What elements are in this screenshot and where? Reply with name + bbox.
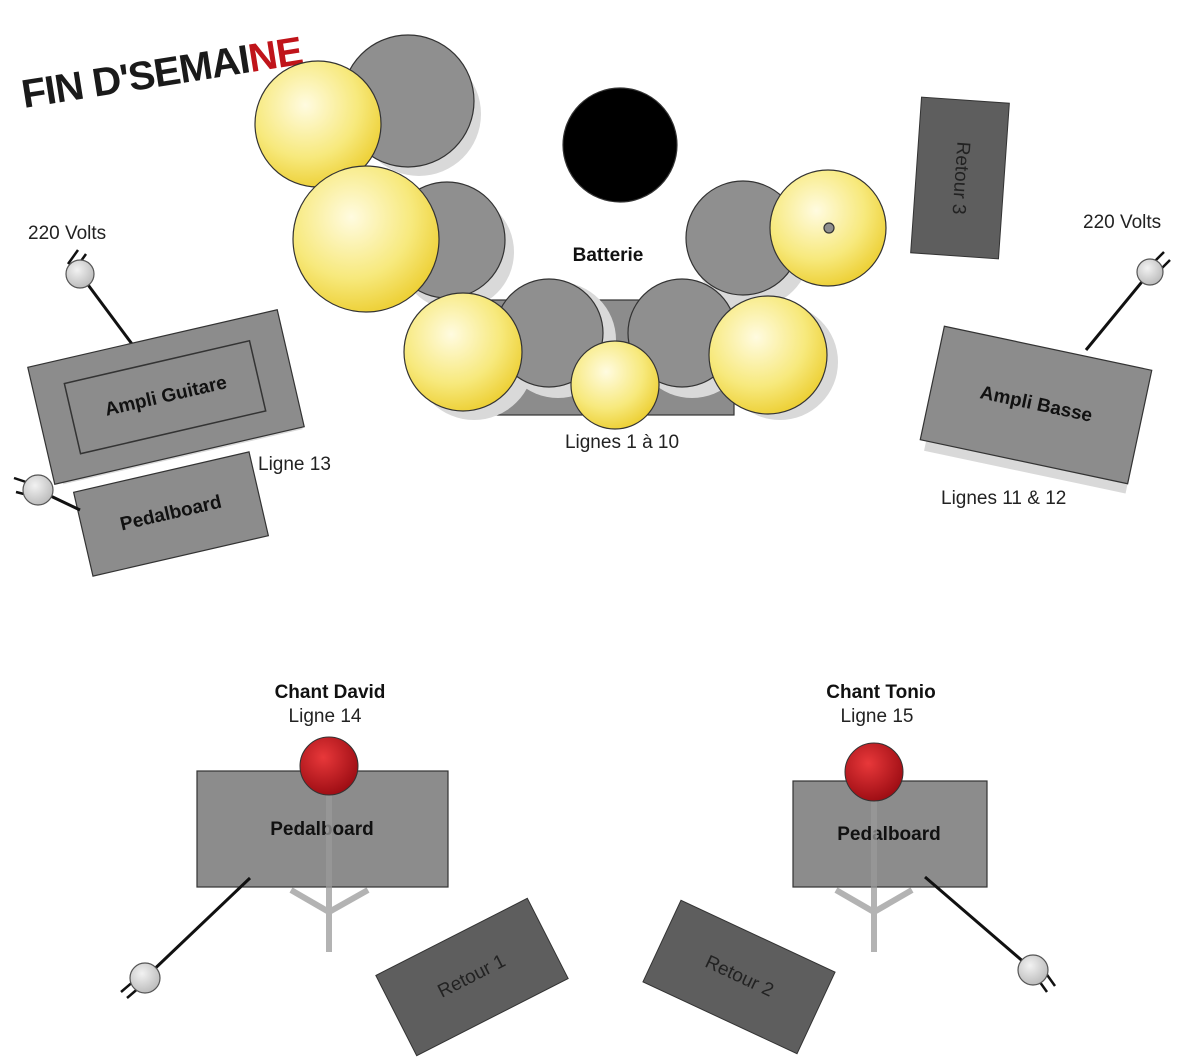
vocals-left-name: Chant David [275,682,386,703]
drum-kit [254,34,887,430]
vocals-right-power-cable [924,875,1034,972]
bass-power-cable [1084,271,1152,351]
drums-lines-label: Lignes 1 à 10 [565,432,679,453]
vocals-right-pedalboard-label: Pedalboard [837,824,940,845]
guitar-power-plug-icon [65,249,95,289]
cymbal-center-dot [823,222,835,234]
vocals-right-power-plug-icon [1017,954,1057,993]
vocals-left-power-cable [143,876,252,980]
bass-lines-label: Lignes 11 & 12 [941,488,1066,509]
vocals-right-pedalboard: Pedalboard [792,780,988,888]
logo-text-dark: FIN D'SEMAI [19,38,253,117]
guitar-pedalboard: Pedalboard [72,451,270,577]
pedalboard-power-plug-icon [13,474,54,506]
guitar-amp-group: Ampli Guitare [27,309,305,485]
guitar-power-label: 220 Volts [28,223,106,244]
monitor-retour-2: Retour 2 [642,899,836,1055]
vocals-left-pedalboard-label: Pedalboard [270,819,373,840]
vocals-right-mic-stand [834,775,914,952]
guitar-line-label: Ligne 13 [258,454,331,475]
vocals-left-mic-stand [289,770,370,952]
bass-amp-group: Ampli Basse [919,325,1153,494]
bass-power-plug-icon [1136,251,1171,286]
monitor-retour-3: Retour 3 [910,96,1010,260]
monitor-retour-1: Retour 1 [375,897,569,1057]
cymbal-hihat [403,292,523,412]
cymbal-small [570,340,660,430]
drums-title: Batterie [573,245,644,266]
guitar-power-cable [78,273,137,349]
retour-3-label: Retour 3 [947,141,973,215]
vocals-right-name: Chant Tonio [826,682,935,703]
vocals-left-line: Ligne 14 [289,706,362,727]
vocals-right-mic-icon [844,742,904,802]
cymbal-ride-left [292,165,440,313]
bass-power-label: 220 Volts [1083,212,1161,233]
cymbal-splash [708,295,828,415]
vocals-left-mic-icon [299,736,359,796]
vocals-left-power-plug-icon [120,962,161,999]
kick-drum [562,87,678,203]
vocals-right-line: Ligne 15 [841,706,914,727]
